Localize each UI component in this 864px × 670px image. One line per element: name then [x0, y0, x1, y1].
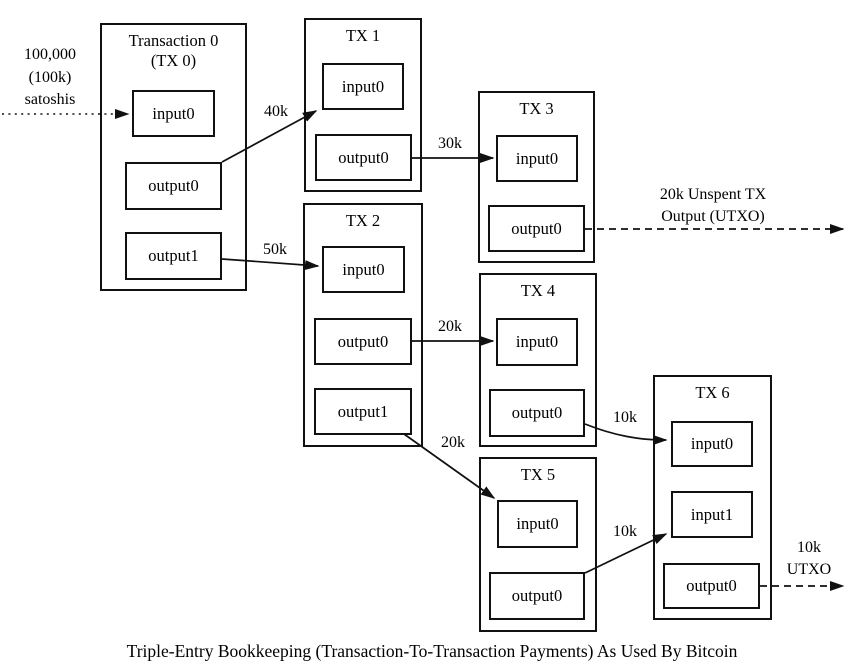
tx5-box: TX 5 input0 output0 [479, 457, 597, 632]
flow-label-tx2-tx4: 20k [438, 318, 462, 335]
flow-label-tx4-tx6: 10k [613, 409, 637, 426]
tx3-utxo-label: 20k Unspent TX Output (UTXO) [659, 186, 767, 225]
tx4-input0-box: input0 [496, 318, 578, 366]
diagram-caption: Triple-Entry Bookkeeping (Transaction-To… [126, 641, 738, 661]
tx2-box: TX 2 input0 output0 output1 [303, 203, 423, 447]
tx6-box: TX 6 input0 input1 output0 [653, 375, 772, 620]
tx5-input0-box: input0 [497, 500, 578, 548]
tx4-title: TX 4 [520, 281, 556, 300]
tx5-output0-box: output0 [489, 572, 585, 620]
flow-label-tx0-tx2: 50k [263, 241, 287, 258]
tx1-output0-box: output0 [315, 134, 412, 181]
flow-label-tx5-tx6: 10k [613, 523, 637, 540]
tx3-box: TX 3 input0 output0 [478, 91, 595, 263]
tx1-input0-box: input0 [322, 63, 404, 110]
tx1-title: TX 1 [345, 26, 381, 45]
tx6-input1-box: input1 [671, 491, 753, 538]
tx6-input0-box: input0 [671, 421, 753, 467]
tx0-output0-box: output0 [125, 162, 222, 210]
coinbase-amount-label: 100,000 (100k) satoshis [24, 46, 76, 108]
tx0-output1-box: output1 [125, 232, 222, 280]
tx3-title: TX 3 [519, 99, 554, 118]
tx6-utxo-label: 10k UTXO [786, 539, 832, 578]
flow-label-tx1-tx3: 30k [438, 135, 462, 152]
tx3-output0-box: output0 [488, 205, 585, 252]
tx6-output0-box: output0 [663, 563, 760, 609]
tx6-title: TX 6 [695, 383, 730, 402]
tx4-output0-box: output0 [489, 389, 585, 437]
tx2-title: TX 2 [345, 211, 381, 230]
tx0-input0-box: input0 [132, 90, 215, 137]
tx1-box: TX 1 input0 output0 [304, 18, 422, 192]
flow-label-tx0-tx1: 40k [264, 103, 288, 120]
tx2-output1-box: output1 [314, 388, 412, 435]
tx3-input0-box: input0 [496, 135, 578, 182]
flow-label-tx2-tx5: 20k [441, 434, 465, 451]
tx0-title: Transaction 0 (TX 0) [128, 31, 219, 70]
tx2-input0-box: input0 [322, 246, 405, 293]
tx4-box: TX 4 input0 output0 [479, 273, 597, 447]
tx0-box: Transaction 0 (TX 0) input0 output0 outp… [100, 23, 247, 291]
tx2-output0-box: output0 [314, 318, 412, 365]
tx5-title: TX 5 [520, 465, 556, 484]
